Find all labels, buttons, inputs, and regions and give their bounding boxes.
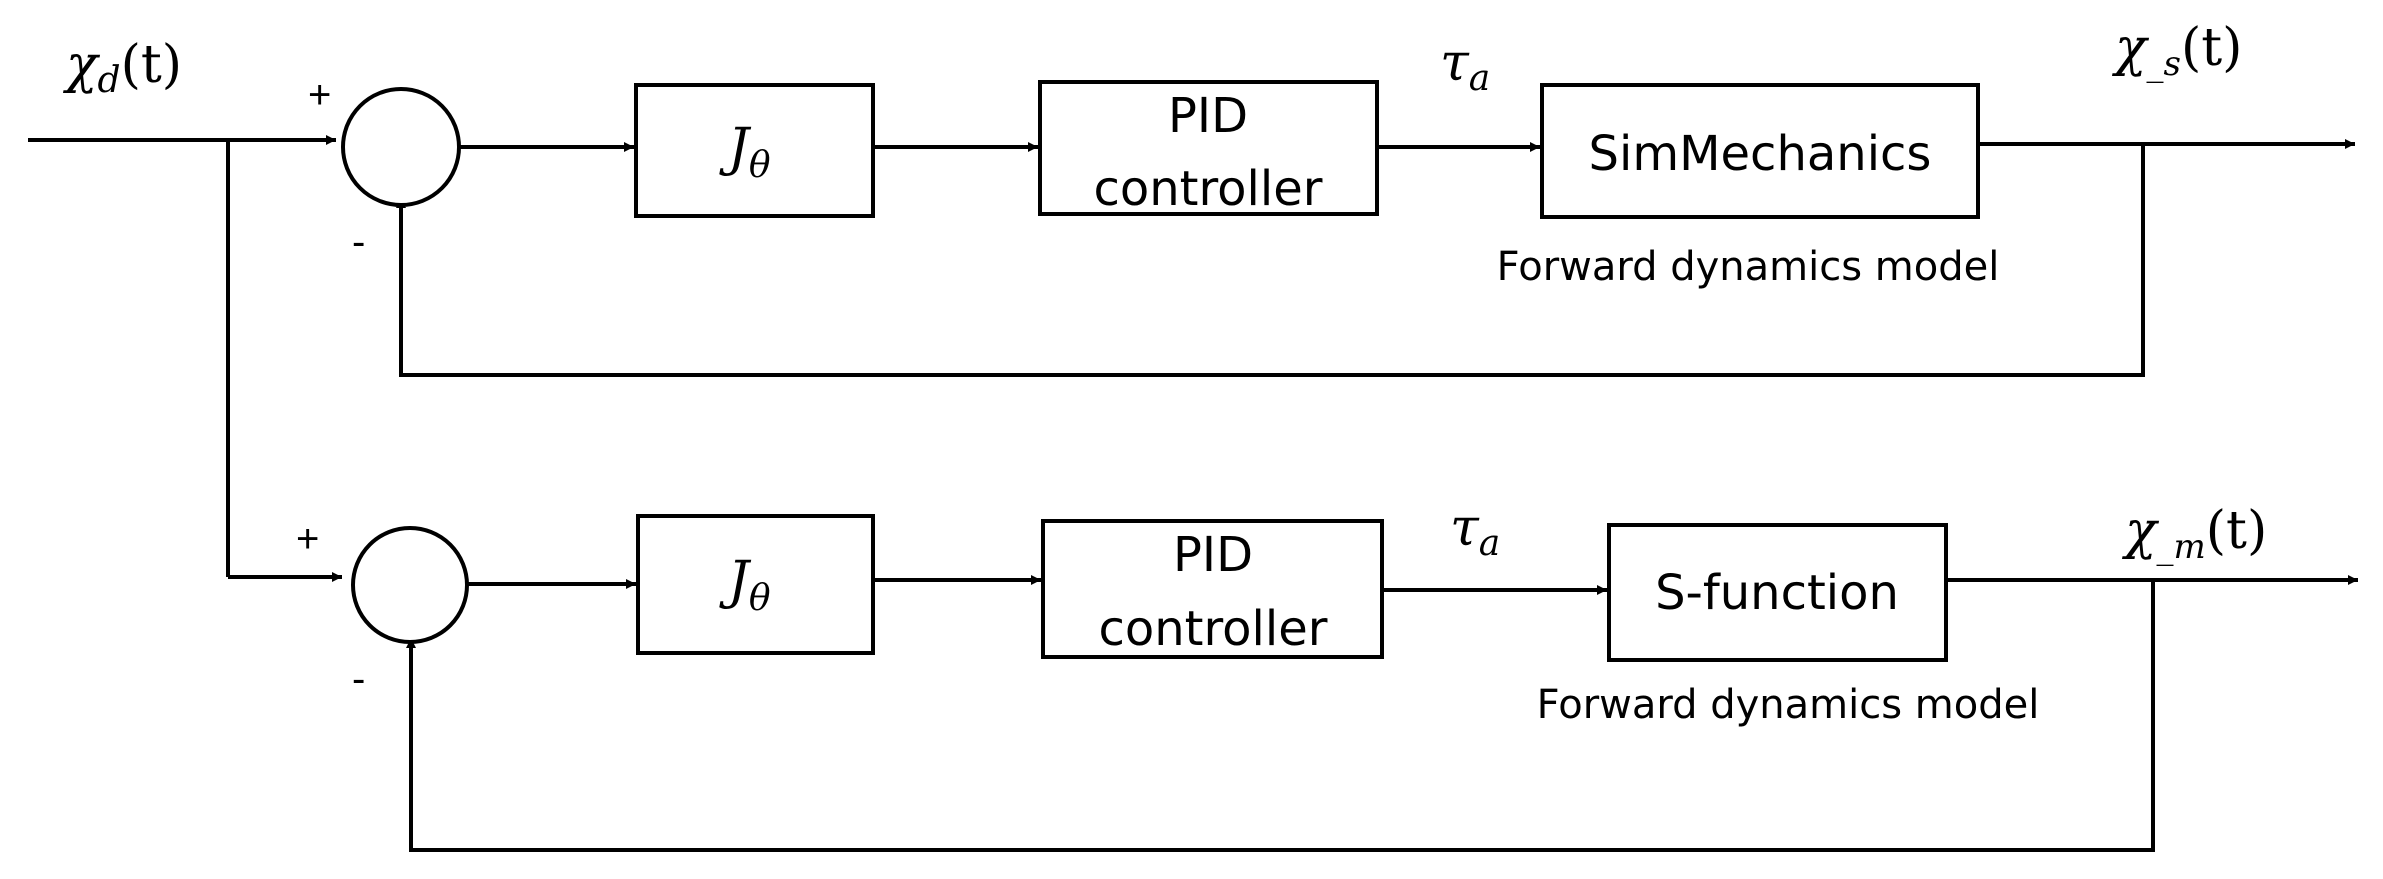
top-pid-label-line2: controller bbox=[1094, 161, 1323, 217]
bottom-pid-block bbox=[1041, 519, 1384, 659]
top-pid-block bbox=[1038, 80, 1379, 216]
top-plus-sign: + bbox=[308, 73, 331, 117]
bottom-plant-block bbox=[1607, 523, 1948, 662]
bottom-jacobian-block bbox=[636, 514, 875, 655]
top-output-label: χ_s(t) bbox=[2111, 18, 2242, 84]
bottom-pid-label-line2: controller bbox=[1099, 601, 1328, 657]
top-pid-label-line1: PID bbox=[1168, 88, 1248, 144]
bottom-torque-label: τa bbox=[1450, 498, 1500, 564]
top-torque-label: τa bbox=[1440, 33, 1490, 99]
input-signal-label: χd(t) bbox=[62, 35, 182, 101]
bottom-plant-caption: Forward dynamics model bbox=[1537, 682, 2040, 728]
bottom-minus-sign: - bbox=[352, 657, 365, 701]
top-summing-junction bbox=[341, 87, 461, 207]
top-plant-caption: Forward dynamics model bbox=[1497, 244, 2000, 290]
bottom-pid-label-line1: PID bbox=[1173, 527, 1253, 583]
top-jacobian-block bbox=[634, 83, 875, 218]
bottom-output-label: χ_m(t) bbox=[2121, 501, 2267, 567]
top-plant-label: SimMechanics bbox=[1589, 126, 1932, 182]
top-plant-block bbox=[1540, 83, 1980, 219]
bottom-feedback-line bbox=[409, 580, 2155, 852]
bottom-plant-label: S-function bbox=[1655, 565, 1899, 621]
top-feedback-line bbox=[399, 144, 2145, 377]
bottom-summing-junction bbox=[351, 526, 469, 644]
top-minus-sign: - bbox=[352, 220, 365, 264]
bottom-plus-sign: + bbox=[296, 517, 319, 561]
